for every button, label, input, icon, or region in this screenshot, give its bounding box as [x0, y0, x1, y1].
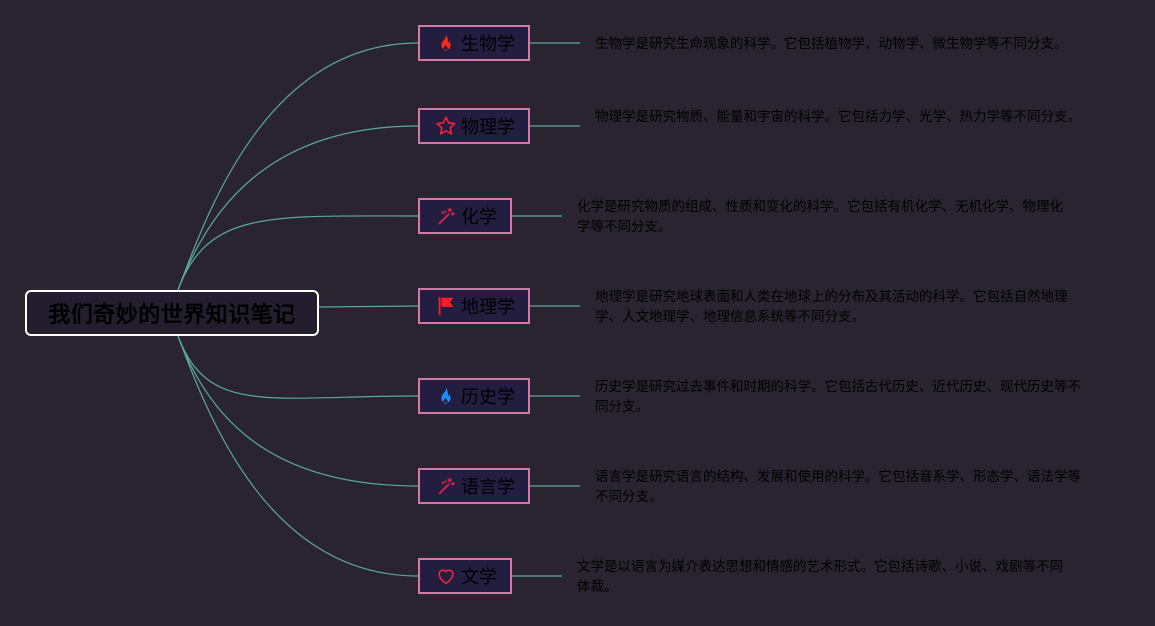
- topic-note: 文学是以语言为媒介表达思想和情感的艺术形式。它包括诗歌、小说、戏剧等不同体裁。: [577, 559, 1063, 595]
- star-icon: [434, 114, 458, 138]
- heart-icon: [434, 564, 458, 588]
- connector-curve: [177, 335, 419, 577]
- magic-wand-icon: [434, 474, 458, 498]
- topic-note: 历史学是研究过去事件和时期的科学。它包括古代历史、近代历史、现代历史等不同分支。: [595, 379, 1081, 415]
- topic-note: 化学是研究物质的组成、性质和变化的科学。它包括有机化学、无机化学、物理化学等不同…: [577, 199, 1063, 235]
- topic-label: 化学: [461, 207, 497, 228]
- connector-curve: [177, 125, 419, 291]
- root-topic[interactable]: 我们奇妙的世界知识笔记: [25, 290, 319, 336]
- topic-note: 生物学是研究生命现象的科学。它包括植物学、动物学、微生物学等不同分支。: [595, 36, 1068, 52]
- fire-icon: [434, 31, 458, 55]
- root-topic-label: 我们奇妙的世界知识笔记: [48, 303, 296, 328]
- topic-geography[interactable]: 地理学: [418, 288, 530, 324]
- topic-biology[interactable]: 生物学: [418, 25, 530, 61]
- topic-label: 生物学: [461, 34, 515, 55]
- connector-curve: [177, 215, 419, 291]
- topic-label: 物理学: [461, 117, 515, 138]
- connector-curve: [177, 335, 419, 487]
- topic-history[interactable]: 历史学: [418, 378, 530, 414]
- fire-icon: [434, 384, 458, 408]
- topic-linguistics[interactable]: 语言学: [418, 468, 530, 504]
- topic-chemistry[interactable]: 化学: [418, 198, 512, 234]
- connector-curve: [318, 305, 419, 308]
- topic-label: 地理学: [461, 297, 515, 318]
- topic-label: 语言学: [461, 477, 515, 498]
- topic-physics[interactable]: 物理学: [418, 108, 530, 144]
- topic-note: 地理学是研究地球表面和人类在地球上的分布及其活动的科学。它包括自然地理学、人文地…: [595, 289, 1068, 325]
- topic-note: 物理学是研究物质、能量和宇宙的科学。它包括力学、光学、热力学等不同分支。: [595, 109, 1081, 125]
- topic-label: 历史学: [461, 387, 515, 408]
- connector-curve: [177, 335, 419, 399]
- topic-label: 文学: [461, 567, 497, 588]
- magic-wand-icon: [434, 204, 458, 228]
- topic-literature[interactable]: 文学: [418, 558, 512, 594]
- connector-curve: [177, 42, 419, 291]
- flag-icon: [434, 294, 458, 318]
- topic-note: 语言学是研究语言的结构、发展和使用的科学。它包括音系学、形态学、语法学等不同分支…: [595, 469, 1081, 505]
